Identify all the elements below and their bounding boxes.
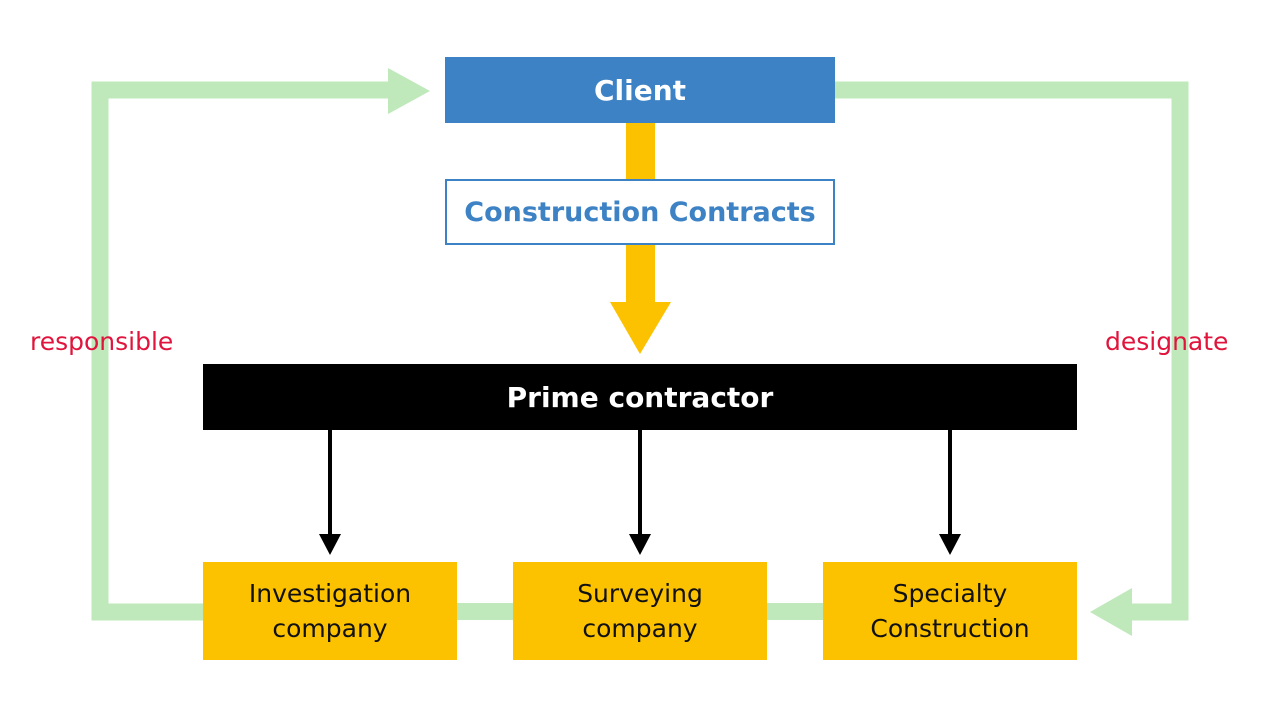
specialty-construction-label: Specialty Construction	[870, 579, 1030, 643]
responsible-loop-line	[91, 81, 392, 621]
arrow-to-surveying-head	[629, 534, 651, 555]
responsible-loop-arrowhead	[388, 68, 430, 114]
designate-label: designate	[1105, 327, 1229, 356]
client-box: Client	[445, 57, 835, 123]
responsible-label: responsible	[30, 327, 174, 356]
contract-arrow-lower-shaft	[626, 245, 655, 303]
surveying-company-label: Surveying company	[577, 579, 703, 643]
connector-surveying-specialty	[767, 603, 823, 620]
connector-investigation-surveying	[457, 603, 513, 620]
prime-contractor-box: Prime contractor	[203, 364, 1077, 430]
surveying-company-box: Surveying company	[513, 562, 767, 660]
contract-arrow-upper-shaft	[626, 123, 655, 179]
investigation-company-box: Investigation company	[203, 562, 457, 660]
investigation-company-label: Investigation company	[248, 579, 412, 643]
arrow-to-specialty-head	[939, 534, 961, 555]
designate-loop-line	[835, 81, 1189, 621]
specialty-construction-box: Specialty Construction	[823, 562, 1077, 660]
contract-arrow-head	[610, 302, 671, 354]
client-label: Client	[593, 73, 687, 107]
construction-contracts-box: Construction Contracts	[445, 179, 835, 245]
prime-contractor-label: Prime contractor	[506, 380, 774, 414]
designate-loop-arrowhead	[1090, 588, 1132, 636]
arrow-to-investigation-head	[319, 534, 341, 555]
construction-contracts-label: Construction Contracts	[464, 196, 816, 228]
